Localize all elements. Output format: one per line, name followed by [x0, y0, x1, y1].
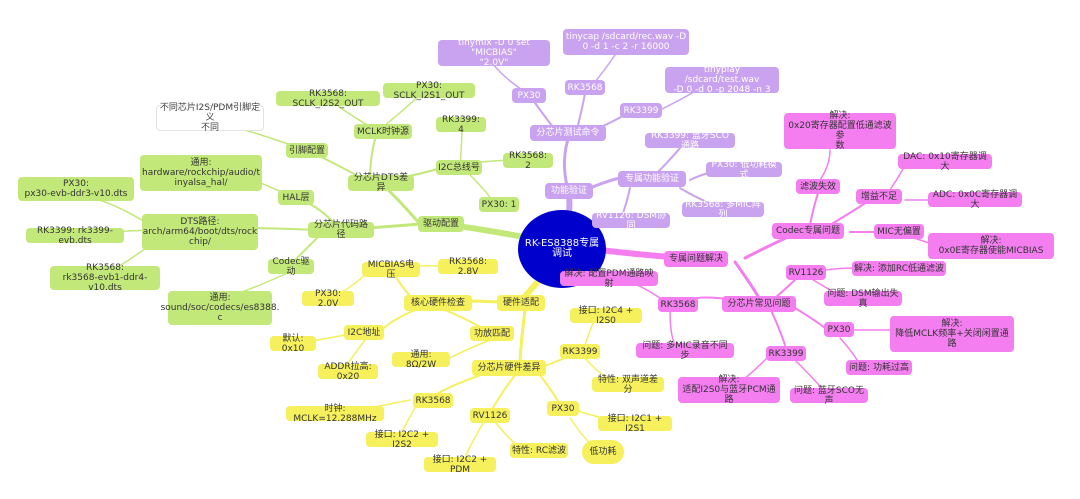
i2c-bus-rk3568-node[interactable]: RK3568: 2: [503, 151, 553, 171]
issue-rv1126-node[interactable]: RV1126: [786, 265, 826, 280]
issue-rk3568-node[interactable]: RK3568: [658, 297, 698, 312]
i2c-address-node[interactable]: I2C地址: [344, 325, 384, 340]
issue-px30-node[interactable]: PX30: [824, 322, 854, 337]
special-issues-node[interactable]: 专属问题解决: [664, 251, 728, 267]
pin-config-node[interactable]: 引脚配置: [286, 143, 328, 158]
chip-common-issues-node[interactable]: 分芯片常见问题: [722, 296, 796, 312]
pin-config-note: 不同芯片I2S/PDM引脚定义 不同: [156, 103, 264, 133]
special-function-node[interactable]: 专属功能验证: [618, 171, 686, 187]
function-test-node[interactable]: 功能验证: [545, 183, 593, 199]
dts-px30-node: PX30: px30-evb-ddr3-v10.dts: [18, 177, 134, 201]
micbias-px30-node: PX30: 2.0V: [302, 289, 354, 309]
hw-px30-low-power-node[interactable]: 低功耗: [582, 440, 624, 464]
mic-bias-fix-node: 解决: 0x0E寄存器使能MICBIAS: [928, 233, 1054, 259]
mclk-source-node[interactable]: MCLK时钟源: [354, 124, 412, 139]
cmd-px30-text: tinymix -D 0 set "MICBIAS" "2.0V": [438, 38, 550, 68]
i2c-default-node: 默认: 0x10: [270, 334, 316, 354]
hw-rk3568-clk-node: 时钟: MCLK=12.288MHz: [286, 404, 384, 424]
hw-rk3568-if-node: 接口: I2C2 + I2S2: [366, 430, 438, 450]
hw-rv1126-node[interactable]: RV1126: [470, 408, 510, 423]
special-px30-node[interactable]: PX30: 低功耗模式: [706, 160, 782, 180]
cmd-rk3399-text: tinyplay /sdcard/test.wav -D 0 -d 0 -p 2…: [665, 65, 779, 95]
issue-rk3568-fix-node: 解决: 配置PDM通路映射: [560, 269, 658, 289]
issue-rk3399-fix-node: 解决: 适配I2S0与蓝牙PCM通路: [678, 375, 780, 405]
filter-fix-node: 解决: 0x20寄存器配置低通滤波参 数: [784, 111, 896, 151]
issue-rk3568-desc-node: 问题: 多MIC录音不同步: [636, 341, 734, 361]
core-hw-check-node[interactable]: 核心硬件检查: [404, 295, 472, 311]
dts-rk3568-node: RK3568: rk3568-evb1-ddr4-v10.dts: [50, 263, 160, 293]
issue-rk3399-node[interactable]: RK3399: [766, 346, 806, 361]
amp-match-node[interactable]: 功放匹配: [470, 326, 514, 341]
special-rk3399-node[interactable]: RK3399: 蓝牙SCO通路: [645, 131, 735, 151]
dts-rk3399-node: RK3399: rk3399-evb.dts: [26, 226, 124, 246]
cmd-rk3399-node[interactable]: RK3399: [620, 103, 662, 118]
hal-layer-node[interactable]: HAL层: [278, 190, 314, 205]
chip-test-commands-node[interactable]: 分芯片测试命令: [530, 125, 606, 141]
chip-code-path-node[interactable]: 分芯片代码路径: [308, 220, 374, 240]
hal-path-node: 通用: hardware/rockchip/audio/t inyalsa_ha…: [140, 155, 262, 191]
hw-rk3399-node[interactable]: RK3399: [560, 344, 600, 359]
issue-rk3399-desc-node: 问题: 蓝牙SCO无声: [790, 386, 868, 406]
i2c-bus-rk3399-node[interactable]: RK3399: 4: [436, 115, 486, 135]
issue-rv1126-fix-node: 解决: 添加RC低通滤波: [852, 261, 946, 276]
codec-path-node: 通用: sound/soc/codecs/es8388. c: [160, 291, 280, 325]
mclk-rk3568-node[interactable]: RK3568: SCLK_I2S2_OUT: [276, 89, 380, 109]
special-rk3568-node[interactable]: RK3568: 多MIC阵列: [682, 200, 764, 220]
special-rv1126-node[interactable]: RV1126: DSM协同: [592, 211, 670, 231]
hw-rv1126-if-node: 接口: I2C2 + PDM: [424, 455, 496, 475]
hw-rv1126-feat-node: 特性: RC滤波: [510, 443, 568, 458]
i2c-bus-node[interactable]: I2C总线号: [436, 160, 482, 175]
issue-rv1126-desc-node: 问题: DSM输出失真: [824, 289, 902, 309]
hw-rk3399-feat-node: 特性: 双声道差分: [592, 375, 664, 395]
chip-dts-diff-node[interactable]: 分芯片DTS差异: [348, 173, 414, 193]
issue-px30-fix-node: 解决: 降低MCLK频率+关闭闲置通 路: [890, 316, 1014, 352]
issue-px30-desc-node: 问题: 功耗过高: [846, 360, 912, 375]
cmd-rk3568-text: tinycap /sdcard/rec.wav -D 0 -d 1 -c 2 -…: [563, 29, 689, 55]
hw-rk3568-node[interactable]: RK3568: [413, 393, 453, 408]
gain-low-node[interactable]: 增益不足: [856, 189, 902, 204]
chip-hw-diff-node[interactable]: 分芯片硬件差异: [472, 360, 546, 376]
i2c-bus-px30-node[interactable]: PX30: 1: [479, 197, 519, 212]
i2c-pullup-node: ADDR拉高: 0x20: [318, 362, 378, 382]
cmd-rk3568-node[interactable]: RK3568: [565, 80, 605, 95]
codec-driver-node[interactable]: Codec驱动: [268, 257, 314, 277]
hardware-adapt-node[interactable]: 硬件适配: [497, 295, 545, 311]
cmd-px30-node[interactable]: PX30: [512, 88, 546, 103]
micbias-voltage-node[interactable]: MICBIAS电压: [362, 260, 420, 280]
hw-rk3399-if-node: 接口: I2C4 + I2S0: [570, 306, 642, 326]
mic-no-bias-node[interactable]: MIC无偏置: [874, 224, 924, 239]
driver-config-node[interactable]: 驱动配置: [418, 216, 464, 232]
gain-dac-node: DAC: 0x10寄存器调大: [898, 152, 992, 172]
codec-issues-node[interactable]: Codec专属问题: [772, 223, 844, 239]
hw-px30-if-node: 接口: I2C1 + I2S1: [598, 414, 672, 434]
micbias-rk3568-node: RK3568: 2.8V: [438, 257, 498, 277]
mclk-px30-node[interactable]: PX30: SCLK_I2S1_OUT: [383, 81, 475, 101]
dts-path-node[interactable]: DTS路径: arch/arm64/boot/dts/rock chip/: [142, 214, 258, 250]
filter-fail-node[interactable]: 滤波失效: [796, 179, 840, 194]
hw-px30-node[interactable]: PX30: [547, 401, 579, 416]
gain-adc-node: ADC: 0x0C寄存器调大: [928, 190, 1022, 210]
amp-general-node: 通用: 8Ω/2W: [392, 350, 450, 370]
